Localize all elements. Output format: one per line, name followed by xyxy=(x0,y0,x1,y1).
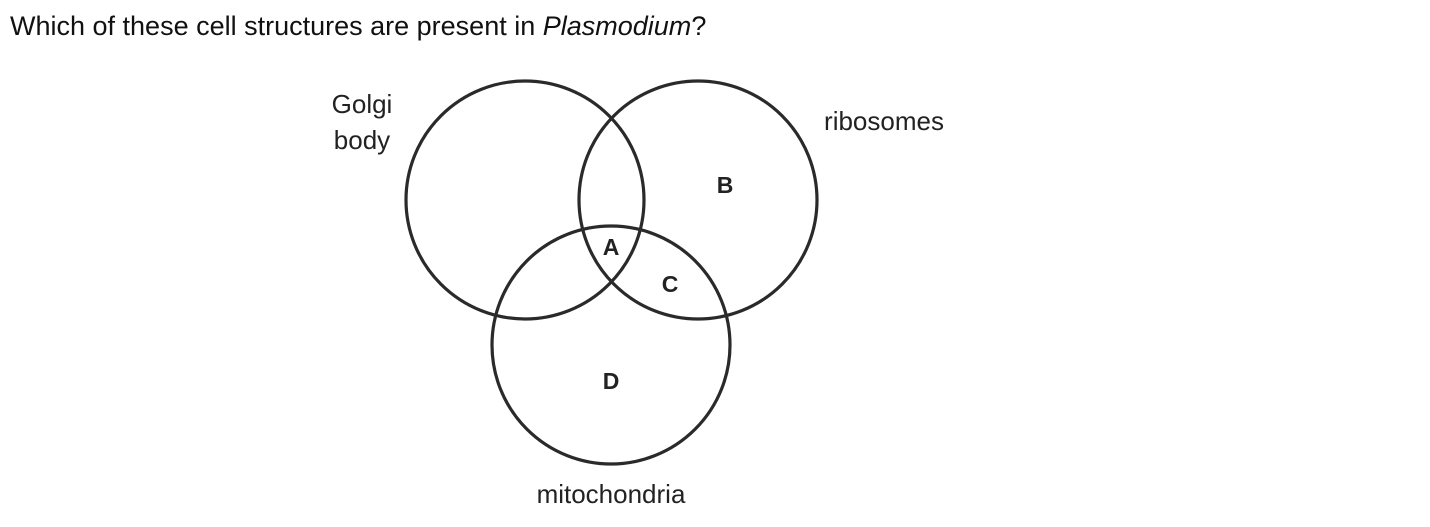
ribosomes-label: ribosomes xyxy=(824,106,944,136)
question-text: Which of these cell structures are prese… xyxy=(10,8,706,44)
golgi-body-circle xyxy=(404,79,646,321)
mitochondria-circle xyxy=(490,224,732,466)
region-b-label: B xyxy=(717,172,734,198)
region-c-label: C xyxy=(662,271,679,297)
region-d-label: D xyxy=(603,368,620,394)
golgi-body-label-line2: body xyxy=(334,125,390,155)
mitochondria-label: mitochondria xyxy=(537,479,686,509)
region-a-label: A xyxy=(603,234,620,260)
golgi-body-label-line1: Golgi xyxy=(332,89,393,119)
question-prefix: Which of these cell structures are prese… xyxy=(10,11,543,41)
organism-name: Plasmodium xyxy=(542,11,692,41)
ribosomes-circle xyxy=(577,79,819,321)
question-suffix: ? xyxy=(691,11,707,41)
